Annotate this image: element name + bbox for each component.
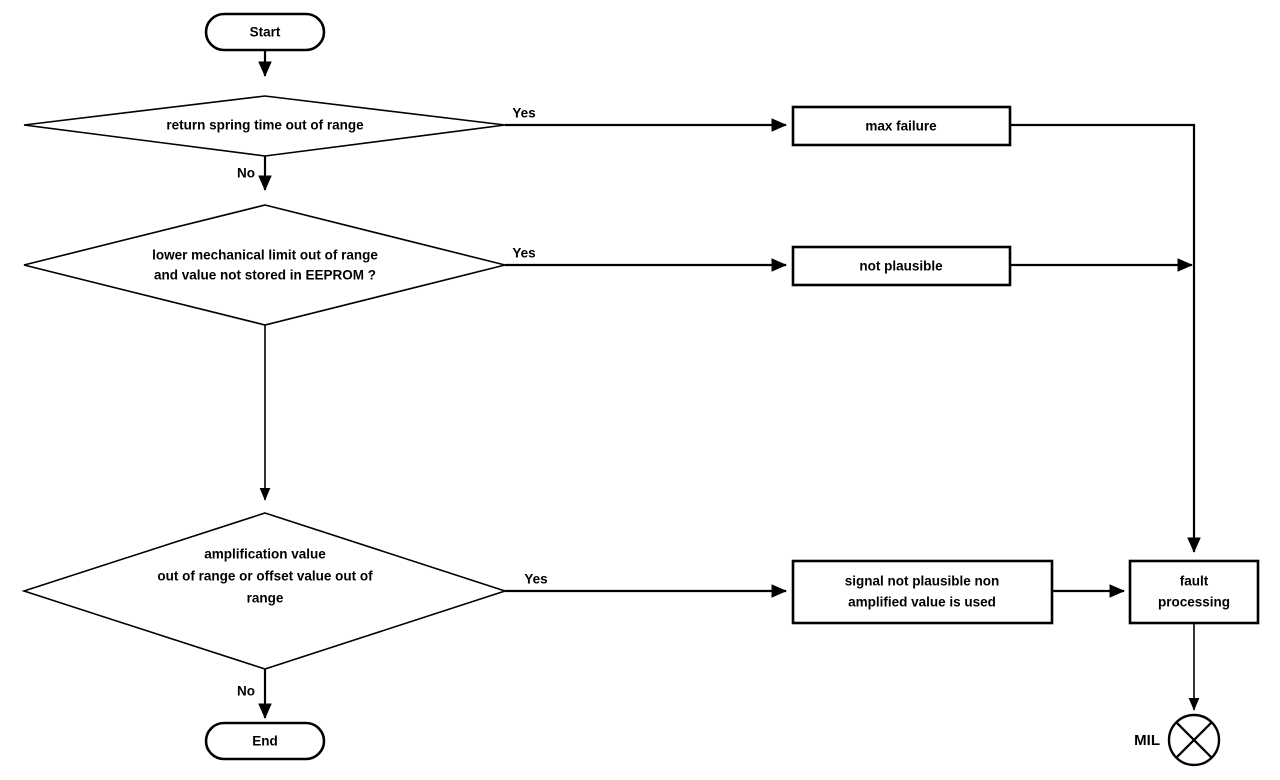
decision1-label: return spring time out of range <box>166 118 364 133</box>
max-failure-label: max failure <box>865 119 937 134</box>
mil-x-icon <box>1175 721 1213 759</box>
node-decision-amplification-value: amplification value out of range or offs… <box>21 512 508 670</box>
decision3-label-line2: out of range or offset value out of <box>157 569 373 584</box>
signal-not-plausible-label-line2: amplified value is used <box>848 595 996 610</box>
node-process-not-plausible: not plausible <box>791 245 1012 287</box>
decision2-label-line1: lower mechanical limit out of range <box>152 248 378 263</box>
decision2-shape <box>23 204 506 326</box>
node-decision-lower-mechanical-limit: lower mechanical limit out of range and … <box>23 204 506 326</box>
node-decision-return-spring-time: return spring time out of range <box>23 95 506 157</box>
end-terminator-shape <box>204 721 326 761</box>
node-start: Start <box>204 12 326 52</box>
decision3-label-line3: range <box>247 591 284 606</box>
max-failure-shape <box>791 105 1012 147</box>
not-plausible-shape <box>791 245 1012 287</box>
edge-max-failure-to-fault-processing <box>1010 123 1201 553</box>
fault-processing-label-line2: processing <box>1158 595 1230 610</box>
signal-not-plausible-shape <box>791 559 1054 625</box>
node-process-max-failure: max failure <box>791 105 1012 147</box>
edge-label-no-1: No <box>237 166 255 181</box>
decision3-label-line1: amplification value <box>204 547 326 562</box>
edge-label-yes-3: Yes <box>524 572 547 587</box>
edge-label-yes-2: Yes <box>512 246 535 261</box>
fault-processing-label-line1: fault <box>1180 574 1209 589</box>
edge-label-no-3: No <box>237 684 255 699</box>
node-process-fault-processing: fault processing <box>1128 559 1260 625</box>
decision2-label-line2: and value not stored in EEPROM ? <box>154 268 376 283</box>
node-process-signal-not-plausible: signal not plausible non amplified value… <box>791 559 1054 625</box>
node-mil: MIL <box>1134 713 1221 767</box>
end-label: End <box>252 734 278 749</box>
mil-label: MIL <box>1134 732 1160 749</box>
edge-label-yes-1: Yes <box>512 106 535 121</box>
signal-not-plausible-label-line1: signal not plausible non <box>845 574 1000 589</box>
start-label: Start <box>250 25 281 40</box>
node-end: End <box>204 721 326 761</box>
not-plausible-label: not plausible <box>859 259 943 274</box>
fault-processing-shape <box>1128 559 1260 625</box>
